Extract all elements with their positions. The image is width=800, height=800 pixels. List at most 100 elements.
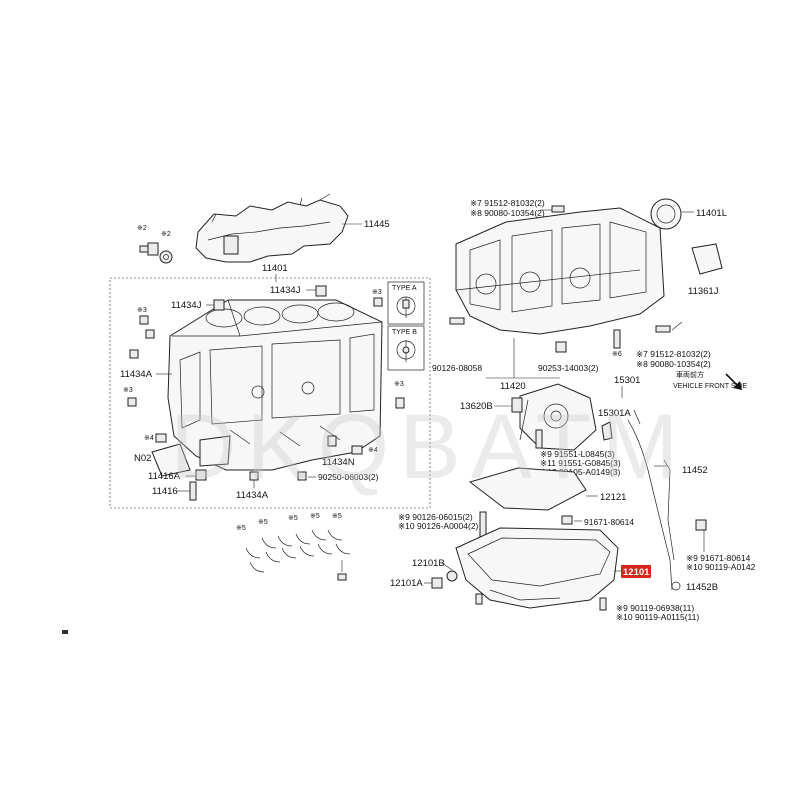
- pin-icon: [297, 471, 307, 481]
- label-90119-A0142: ※10 90119-A0142: [686, 562, 756, 572]
- label-11361J: 11361J: [688, 286, 719, 297]
- label-11452: 11452: [682, 465, 708, 476]
- bolt-icon: [695, 519, 707, 531]
- note-mark: ※6: [612, 351, 622, 358]
- label-91551-L0845: ※9 91551-L0845(3): [540, 449, 615, 459]
- type-b-label: TYPE B: [392, 329, 417, 336]
- note-mark: ※4: [368, 447, 378, 454]
- watermark: DKQBATM: [170, 396, 688, 498]
- note-mark: ※5: [258, 519, 268, 526]
- plug-11434J: [315, 285, 327, 297]
- label-11434N: 11434N: [322, 457, 355, 468]
- pump-plate: [601, 421, 613, 441]
- label-11416A: 11416A: [148, 471, 181, 482]
- o-ring-icon: [671, 581, 681, 591]
- label-91512-81032: ※7 91512-81032(2): [636, 349, 711, 359]
- plug-icon: [195, 469, 207, 481]
- bearing-cap: [199, 435, 231, 467]
- type-a-inset: TYPE A: [387, 281, 425, 325]
- label-91551-G0845: ※11 91551-G0845(3): [540, 458, 621, 468]
- label-90119-06938: ※9 90119-06938(11): [616, 603, 694, 613]
- baffle-plate-12121[interactable]: [468, 467, 587, 511]
- label-11434A: 11434A: [236, 490, 269, 501]
- label-11434J: 11434J: [270, 285, 301, 296]
- type-b-inset: TYPE B: [387, 325, 425, 371]
- label-11445: 11445: [364, 219, 390, 230]
- pin-icon: [351, 445, 363, 455]
- label-90126-A0004: ※10 90126-A0004(2): [398, 521, 479, 531]
- note-mark: ※4: [144, 435, 154, 442]
- drain-plug-icon: [431, 577, 443, 589]
- vehicle-front-label: VEHICLE FRONT SIDE: [673, 383, 747, 390]
- bearing-cap-N02[interactable]: [151, 443, 191, 477]
- bolt-icon: [139, 242, 159, 256]
- corner-mark: [62, 630, 68, 634]
- label-12101A: 12101A: [390, 578, 423, 589]
- pin-icon: [145, 329, 155, 339]
- label-91671-80614: 91671-80614: [584, 517, 634, 527]
- label-90080-10354: ※8 90080-10354(2): [470, 208, 545, 218]
- label-15301A: 15301A: [598, 408, 631, 419]
- bolt-icon: [561, 515, 573, 525]
- label-11434A: 11434A: [120, 369, 153, 380]
- label-11452B: 11452B: [686, 582, 718, 593]
- cylinder-block[interactable]: [167, 299, 383, 471]
- label-N02: N02: [134, 453, 151, 464]
- plug-icon: [129, 349, 139, 359]
- note-mark: ※3: [123, 387, 133, 394]
- label-90126-06015: ※9 90126-06015(2): [398, 512, 473, 522]
- bolt-icon: [189, 481, 197, 501]
- note-mark: ※5: [332, 513, 342, 520]
- note-mark: ※3: [137, 307, 147, 314]
- label-90126-08058: 90126-08058: [432, 363, 482, 373]
- label-11420: 11420: [500, 381, 526, 392]
- engine-cover-11445[interactable]: [195, 193, 349, 263]
- dipstick-11452[interactable]: [627, 409, 673, 591]
- bolt-icon: [599, 597, 607, 611]
- oil-pan-12101[interactable]: [455, 527, 619, 609]
- label-13620B: 13620B: [460, 401, 493, 412]
- vehicle-front-jp: 車両前方: [676, 370, 704, 379]
- arrow-right-down-icon: [725, 373, 742, 390]
- oil-seal-11401L[interactable]: [650, 198, 682, 230]
- pin-icon: [155, 433, 167, 443]
- highlight-badge-12101[interactable]: [621, 565, 651, 578]
- plug-icon: [139, 315, 149, 325]
- label-12101B: 12101B: [412, 558, 445, 569]
- label-11401L: 11401L: [696, 208, 727, 219]
- label-12101: 12101: [623, 567, 650, 578]
- label-15301: 15301: [614, 375, 640, 386]
- label-11401: 11401: [262, 263, 288, 274]
- note-mark: ※3: [394, 381, 404, 388]
- label-91512-81032: ※7 91512-81032(2): [470, 198, 545, 208]
- label-90105-A0149: ※12 90105-A0149(3): [540, 467, 621, 477]
- label-90080-10354: ※8 90080-10354(2): [636, 359, 711, 369]
- bolt-icon: [655, 325, 671, 333]
- pin-icon: [395, 397, 405, 409]
- bolt-icon: [535, 429, 543, 449]
- label-11416: 11416: [152, 486, 178, 497]
- note-mark: ※5: [310, 513, 320, 520]
- cover-11361J[interactable]: [691, 243, 723, 275]
- note-mark: ※3: [372, 289, 382, 296]
- type-a-label: TYPE A: [392, 285, 417, 292]
- plug-icon: [213, 299, 225, 311]
- label-90250: 90250-06003(2): [318, 472, 379, 482]
- bolt-icon: [475, 593, 483, 605]
- note-mark: ※5: [288, 515, 298, 522]
- note-mark: ※5: [236, 525, 246, 532]
- label-90119-A0115: ※10 90119-A0115(11): [616, 612, 699, 622]
- plug-icon: [249, 471, 259, 481]
- label-90253-14003: 90253-14003(2): [538, 363, 599, 373]
- washer-icon: [159, 250, 173, 264]
- note-mark: ※2: [161, 231, 171, 238]
- label-11434J: 11434J: [171, 300, 202, 311]
- lower-crankcase-11420[interactable]: [455, 207, 665, 335]
- bolt-icon: [551, 205, 565, 213]
- washer-icon: [446, 570, 458, 582]
- chain-tensioner: [511, 397, 523, 413]
- stud-icon: [449, 317, 465, 325]
- pin-icon: [373, 297, 383, 307]
- label-12121: 12121: [600, 492, 626, 503]
